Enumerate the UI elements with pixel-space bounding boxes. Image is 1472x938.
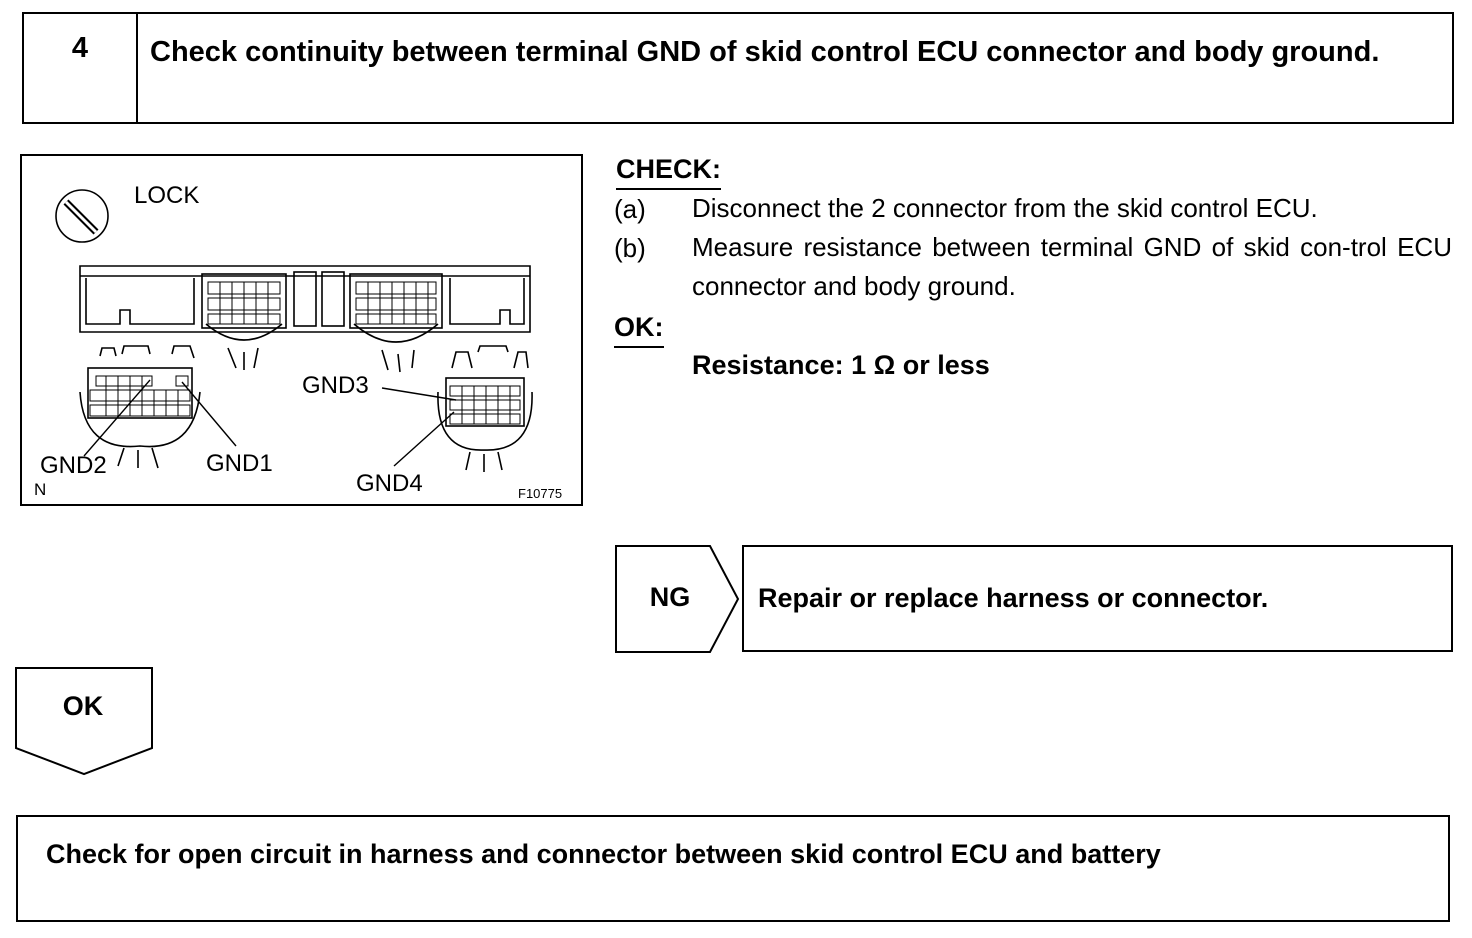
step-divider <box>136 14 138 122</box>
ok-arrow-shape <box>15 667 153 776</box>
check-heading: CHECK: <box>616 154 721 190</box>
ng-action-text: Repair or replace harness or connector. <box>758 583 1269 613</box>
ng-action-box: Repair or replace harness or connector. <box>742 545 1453 652</box>
gnd4-label: GND4 <box>356 470 423 497</box>
ecu-housing <box>79 265 531 333</box>
lock-label: LOCK <box>134 182 200 209</box>
gnd2-label: GND2 <box>40 452 107 479</box>
step-header: 4 Check continuity between terminal GND … <box>22 12 1454 124</box>
ecu-port-right <box>349 273 443 373</box>
harness-connector-right <box>437 345 533 472</box>
resistance-spec: Resistance: 1 Ω or less <box>692 350 990 380</box>
figure-id: F10775 <box>518 486 563 501</box>
ng-label: NG <box>649 582 691 612</box>
lock-icon <box>55 189 109 243</box>
harness-connector-left <box>79 345 201 469</box>
check-item-b-text: Measure resistance between terminal GND … <box>692 232 1452 301</box>
step-title: Check continuity between terminal GND of… <box>150 36 1380 68</box>
leader-lines <box>83 379 457 467</box>
ok-label: OK <box>62 691 104 721</box>
ng-arrow-shape <box>615 545 740 653</box>
next-step-box: Check for open circuit in harness and co… <box>16 815 1450 922</box>
ecu-connector-drawing <box>55 189 533 472</box>
gnd1-label: GND1 <box>206 450 273 477</box>
ecu-port-left <box>201 273 287 370</box>
check-item-b-marker: (b) <box>614 233 646 263</box>
ok-heading: OK: <box>614 312 664 348</box>
check-item-a-text: Disconnect the 2 connector from the skid… <box>692 193 1318 223</box>
gnd3-label: GND3 <box>302 372 369 399</box>
n-label: N <box>34 480 47 499</box>
check-item-a-marker: (a) <box>614 194 646 224</box>
step-number: 4 <box>71 32 89 64</box>
next-step-text: Check for open circuit in harness and co… <box>46 839 1161 869</box>
connector-diagram: LOCK GND3 GND2 GND1 GND4 N F10775 <box>20 154 583 506</box>
